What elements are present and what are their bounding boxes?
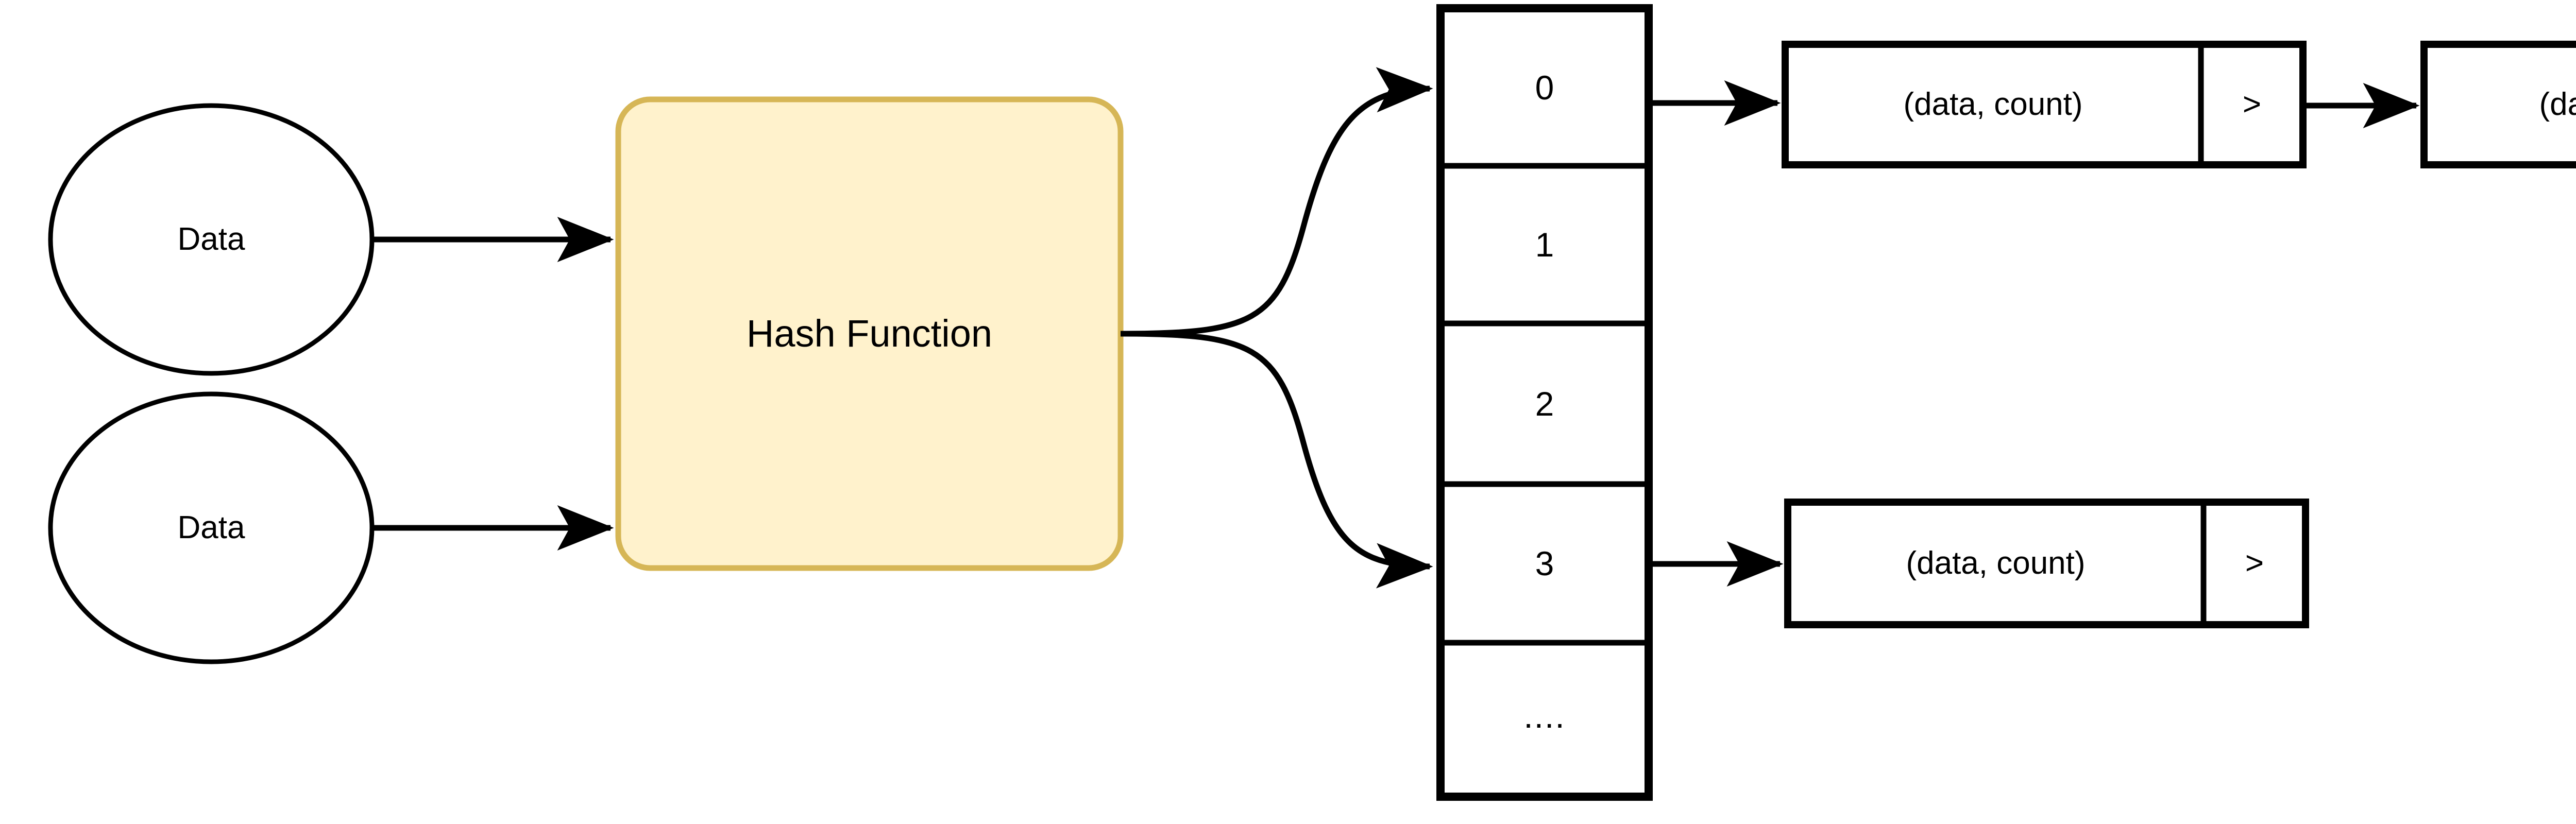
bucket-array-outline [1436, 4, 1653, 801]
hash-function-box[interactable] [615, 96, 1124, 571]
chain2-node1-box[interactable] [1784, 499, 2309, 628]
edge-hash-to-bucket-0 [1120, 67, 1433, 337]
input-ellipse-1[interactable] [48, 103, 375, 376]
edge-hash-to-bucket-3 [1120, 331, 1433, 589]
chain1-node2-box[interactable] [2420, 41, 2576, 168]
chain1-node1-box[interactable] [1782, 41, 2307, 168]
input-ellipse-2[interactable] [48, 391, 375, 664]
